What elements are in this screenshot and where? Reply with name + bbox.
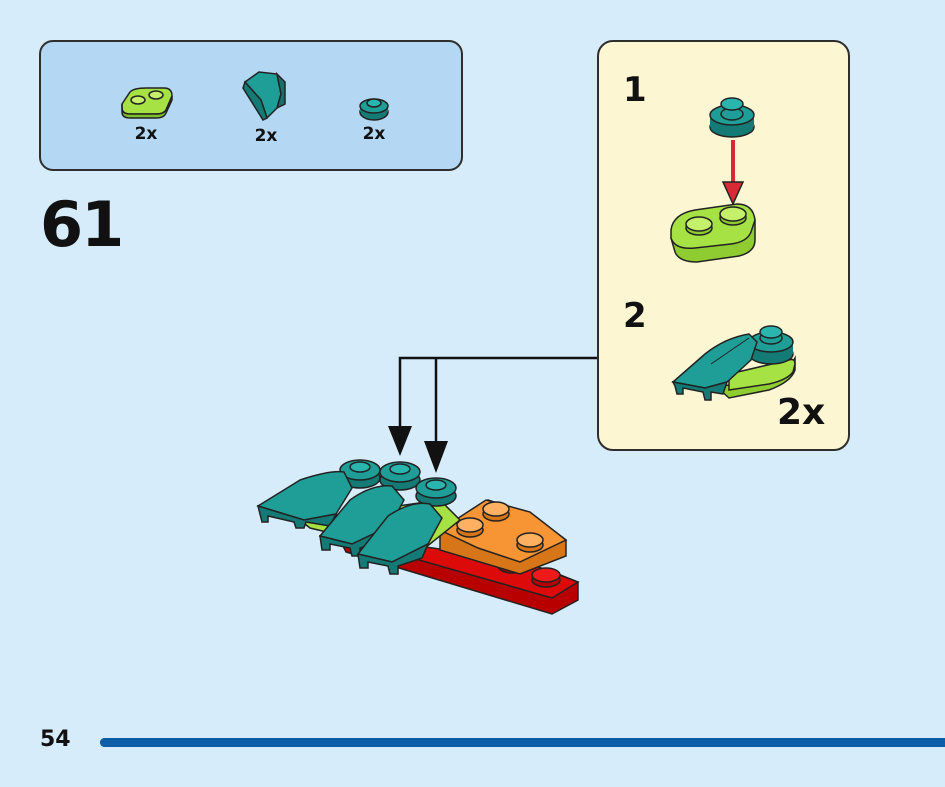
lime-plate-1x2-icon [121,87,173,119]
down-arrow-icon [388,426,412,456]
red-down-arrow-icon [721,140,745,206]
teal-round-plate-icon [709,97,755,138]
teal-round-plate-icon [359,98,389,121]
progress-fill [100,738,945,747]
down-arrow-icon [424,441,448,473]
parts-list-box: 2x 2x 2x [39,40,463,171]
callout-pointer-lines [398,356,597,447]
part-qty: 2x [362,124,386,144]
part-lime-plate: 2x [116,80,176,144]
part-qty: 2x [134,124,158,144]
part-qty: 2x [254,126,278,146]
dragon-model-icon [256,459,580,615]
teal-wedge-slope-icon [242,71,286,121]
subassembly-box: 1 2 2x [597,40,850,451]
wing-subassembly-icon [671,325,796,401]
substep-2-label: 2 [623,296,647,336]
part-teal-round: 2x [351,94,397,144]
part-teal-wedge: 2x [237,68,295,146]
step-number: 61 [40,188,124,261]
page-number: 54 [40,727,71,752]
lime-plate-1x2-icon [670,203,756,263]
substep-1-label: 1 [623,70,647,110]
progress-bar [100,738,945,747]
substep-multiplier: 2x [777,392,826,433]
subassembly-illustration [670,97,796,401]
